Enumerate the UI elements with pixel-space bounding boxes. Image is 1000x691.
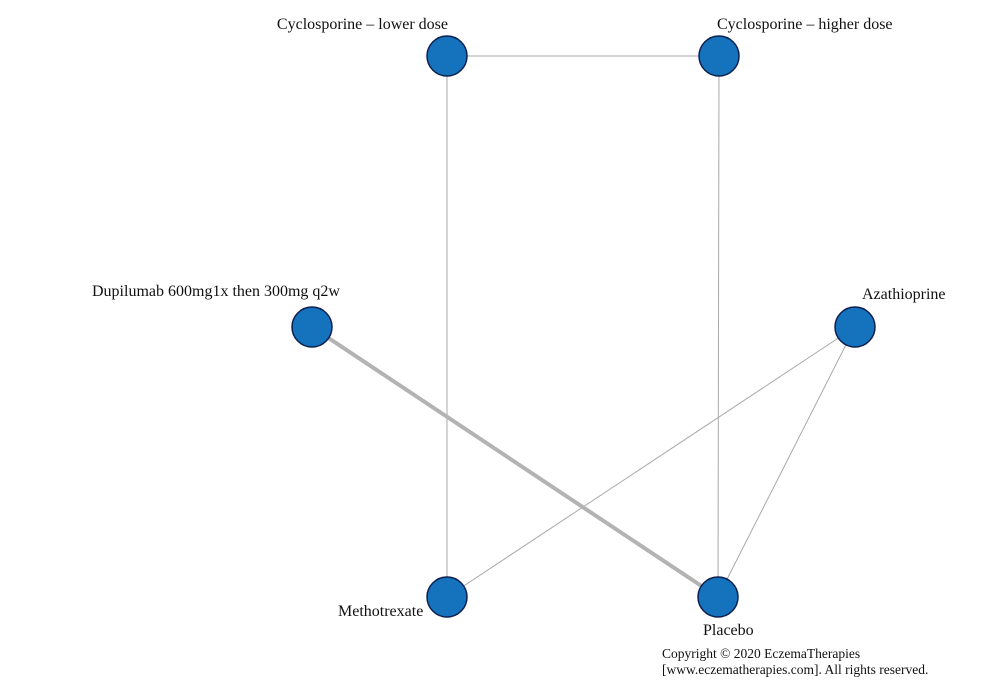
- node-label-placebo: Placebo: [703, 622, 754, 639]
- edge-dupilumab-placebo: [310, 325, 720, 599]
- node-label-azathioprine: Azathioprine: [862, 286, 946, 303]
- copyright-notice: Copyright © 2020 EczemaTherapies [www.ec…: [662, 646, 928, 678]
- node-methotrexate: [426, 576, 468, 618]
- node-dupilumab: [291, 306, 333, 348]
- node-label-cyclosporine-higher: Cyclosporine – higher dose: [717, 16, 893, 33]
- edge-azathioprine-methotrexate: [446, 326, 856, 598]
- node-label-methotrexate: Methotrexate: [338, 603, 423, 620]
- copyright-line-1: Copyright © 2020 EczemaTherapies: [662, 646, 861, 661]
- node-label-dupilumab: Dupilumab 600mg1x then 300mg q2w: [92, 283, 340, 300]
- node-placebo: [697, 576, 739, 618]
- node-azathioprine: [834, 306, 876, 348]
- node-cyclosporine-lower: [426, 35, 468, 77]
- node-label-cyclosporine-lower: Cyclosporine – lower dose: [277, 16, 448, 33]
- edge-azathioprine-placebo: [717, 326, 856, 598]
- copyright-line-2: [www.eczematherapies.com]. All rights re…: [662, 662, 929, 677]
- node-cyclosporine-higher: [698, 35, 740, 77]
- edge-cyclosporine-higher-placebo: [717, 55, 720, 598]
